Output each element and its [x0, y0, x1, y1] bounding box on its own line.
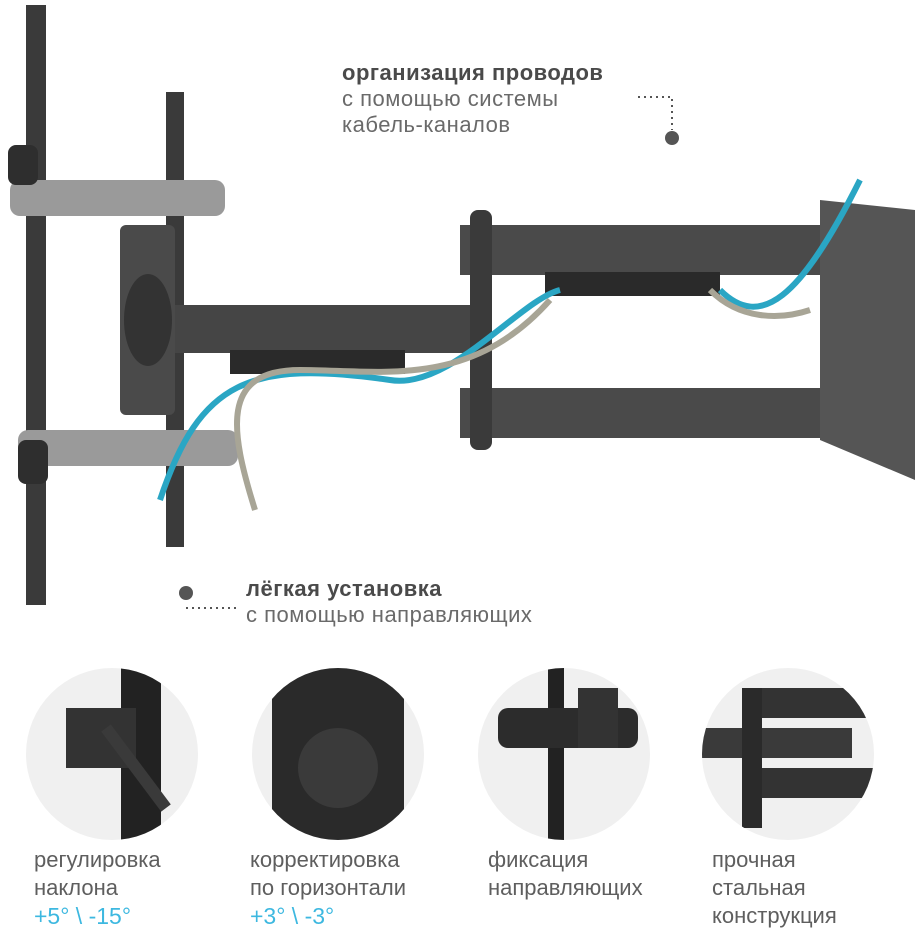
feature-image-horizontal — [252, 668, 424, 840]
feature-caption-steel: прочная стальная конструкция — [712, 846, 837, 930]
callout-dot — [665, 131, 679, 145]
callout-text: с помощью системы — [342, 86, 559, 111]
feature-image-lock — [478, 668, 650, 840]
tv-wall-mount-image — [8, 5, 915, 609]
callout-title: организация проводов — [342, 60, 604, 85]
caption-line: фиксация — [488, 847, 589, 872]
caption-line: прочная — [712, 847, 796, 872]
callout-cable-management: организация проводов с помощью системы к… — [342, 60, 603, 138]
feature-caption-lock: фиксация направляющих — [488, 846, 643, 902]
feature-caption-tilt: регулировка наклона +5° \ -15° — [34, 846, 161, 931]
callout-title: лёгкая установка — [246, 576, 442, 601]
caption-line: стальная — [712, 875, 806, 900]
feature-image-tilt — [26, 668, 198, 840]
caption-line: наклона — [34, 875, 118, 900]
caption-line: корректировка — [250, 847, 400, 872]
caption-line: направляющих — [488, 875, 643, 900]
callout-text: кабель-каналов — [342, 112, 511, 137]
callout-easy-install: лёгкая установка с помощью направляющих — [246, 576, 532, 628]
caption-line: по горизонтали — [250, 875, 406, 900]
callout-text: с помощью направляющих — [246, 602, 533, 627]
feature-caption-horizontal: корректировка по горизонтали +3° \ -3° — [250, 846, 406, 931]
swivel-range: +3° \ -3° — [250, 903, 335, 929]
caption-line: регулировка — [34, 847, 161, 872]
feature-image-steel — [702, 668, 874, 840]
caption-line: конструкция — [712, 903, 837, 928]
callout-dot — [179, 586, 193, 600]
tilt-range: +5° \ -15° — [34, 903, 132, 929]
